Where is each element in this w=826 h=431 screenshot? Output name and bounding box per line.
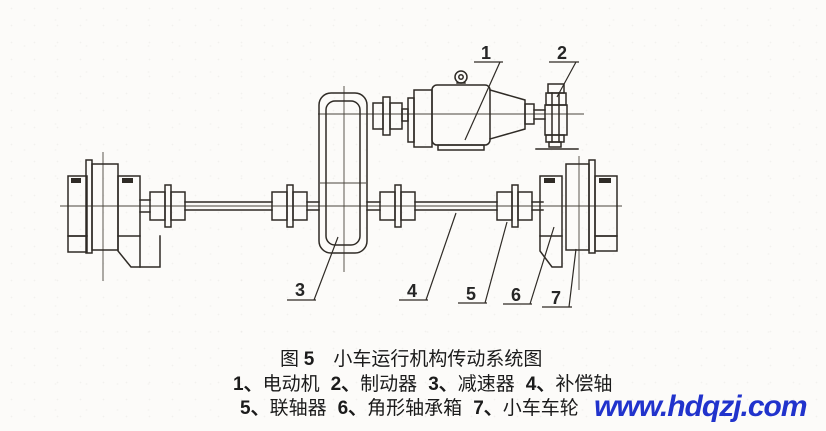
motor-eyebolt (454, 70, 468, 84)
legend-item-1: 1、电动机 (233, 374, 320, 395)
leader-line-7 (542, 248, 577, 308)
part-label-5: 5 (466, 284, 476, 304)
trolley-wheel-left (91, 163, 119, 251)
grease-fitting (599, 178, 611, 183)
motor-body (431, 84, 491, 146)
part-label-2: 2 (557, 43, 567, 63)
compensating-shaft-and-couplings (366, 184, 544, 228)
grease-fitting (122, 178, 133, 183)
shaft (184, 201, 273, 211)
legend-item-4: 4、补偿轴 (525, 374, 613, 395)
coupling (271, 184, 308, 228)
coupling (149, 184, 186, 228)
legend-item-5: 5、联轴器 (240, 398, 327, 419)
leader-line-6 (503, 226, 555, 305)
wheel-flange (588, 159, 596, 254)
brake-drawing (535, 83, 579, 150)
left-shaft-and-couplings (149, 184, 320, 228)
center-lines (60, 86, 622, 290)
bearing-bracket (117, 235, 161, 268)
coupling (372, 96, 403, 136)
bearing-bracket (539, 235, 563, 268)
figure-label: 图 (280, 349, 300, 370)
gearbox-drawing (318, 92, 368, 254)
leader-line-1 (464, 61, 503, 141)
leader-line-5 (458, 221, 508, 304)
leader-line-3 (287, 236, 339, 301)
legend-row-2: 5、联轴器 6、角形轴承箱 7、小车车轮 (221, 376, 590, 431)
site-watermark: www.hdqzj.com (594, 390, 808, 423)
compensating-shaft (414, 201, 498, 211)
coupling (496, 184, 533, 228)
motor-base (437, 144, 485, 151)
grease-fitting (71, 178, 81, 183)
leader-line-2 (549, 61, 579, 98)
right-wheel-assembly (539, 159, 618, 268)
part-label-3: 3 (295, 280, 305, 300)
part-label-4: 4 (407, 281, 417, 301)
figure-title: 小车运行机构传动系统图 (333, 349, 543, 370)
figure-number: 5 (303, 349, 315, 370)
coupling (379, 184, 416, 228)
motor-input-train (372, 70, 579, 151)
legend-item-2: 2、制动器 (330, 374, 418, 395)
grease-fitting (544, 178, 555, 183)
legend-item-7: 7、小车车轮 (473, 398, 579, 419)
legend-row-1: 1、电动机 2、制动器 3、减速器 4、补偿轴 (214, 352, 623, 418)
leader-line-4 (399, 212, 457, 301)
motor-cone (489, 89, 526, 140)
trolley-wheel-right (565, 163, 590, 251)
legend-item-3: 3、减速器 (428, 374, 515, 395)
part-label-1: 1 (481, 43, 491, 63)
part-label-6: 6 (511, 285, 521, 305)
left-wheel-assembly (67, 159, 161, 268)
part-callouts: 1 2 3 4 5 6 7 (287, 43, 579, 308)
figure-caption: 图 5 小车运行机构传动系统图 (261, 327, 542, 393)
part-label-7: 7 (551, 288, 561, 308)
legend-item-6: 6、角形轴承箱 (337, 398, 463, 419)
motor-end-bell (413, 89, 433, 148)
angular-bearing-box (117, 175, 141, 237)
